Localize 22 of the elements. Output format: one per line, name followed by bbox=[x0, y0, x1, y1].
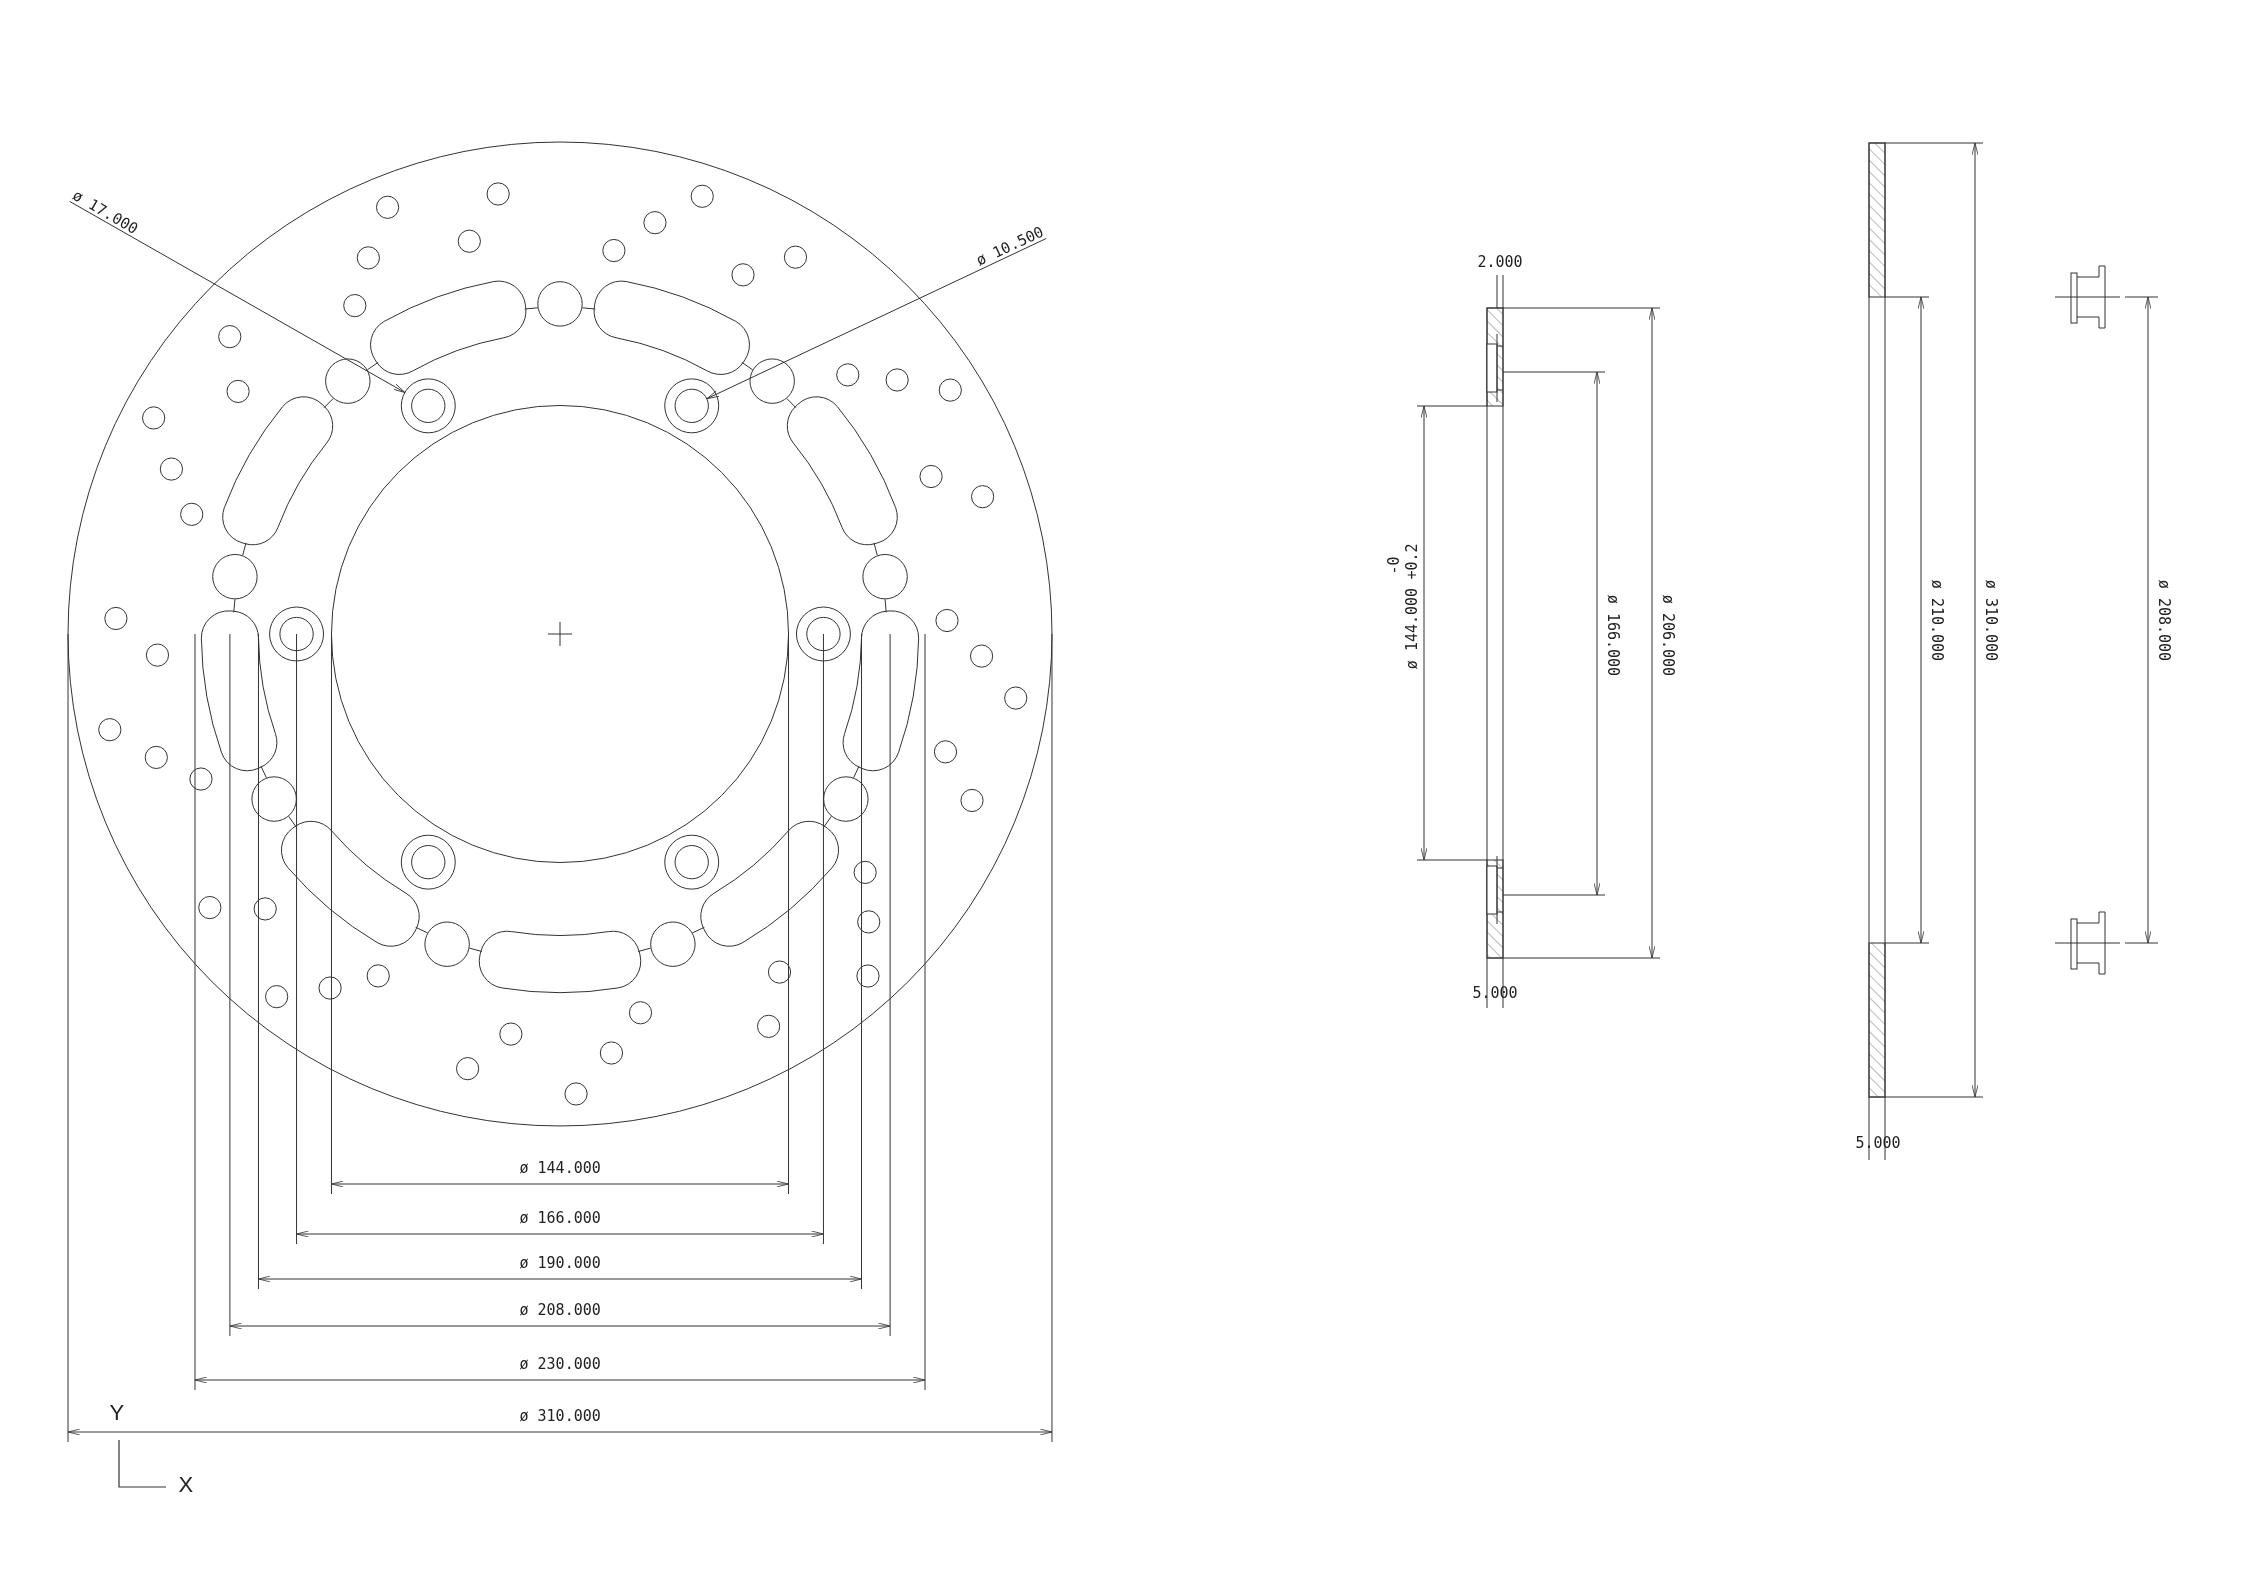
dimension-label: 5.000 bbox=[1855, 1135, 1901, 1151]
dimension-label: +0.2 bbox=[1404, 542, 1420, 580]
dimension-label: ø 210.000 bbox=[1928, 579, 1944, 661]
dimension-label: 5.000 bbox=[1472, 985, 1518, 1001]
dimension-label: ø 208.000 bbox=[2155, 579, 2171, 661]
dimension-label: ø 206.000 bbox=[1659, 594, 1675, 676]
dimension-label: ø 190.000 bbox=[519, 1255, 601, 1271]
dimension-label: ø 166.000 bbox=[1604, 594, 1620, 676]
dimension-label: ø 310.000 bbox=[519, 1408, 601, 1424]
axis-label: X bbox=[178, 1474, 194, 1496]
axis-label: Y bbox=[109, 1402, 125, 1424]
dimension-label: ø 230.000 bbox=[519, 1356, 601, 1372]
leader-line bbox=[706, 238, 1047, 400]
hole-outline bbox=[400, 378, 456, 434]
dimension-label: ø 144.000 bbox=[1404, 587, 1420, 669]
dimension-label: ø 208.000 bbox=[519, 1302, 601, 1318]
dimension-label: ø 144.000 bbox=[519, 1160, 601, 1176]
dimension-label: ø 166.000 bbox=[519, 1210, 601, 1226]
dimension-label: -0 bbox=[1386, 555, 1402, 575]
dimension-label: 2.000 bbox=[1477, 254, 1523, 270]
dimension-label: ø 310.000 bbox=[1982, 579, 1998, 661]
hole-outline bbox=[674, 388, 709, 423]
